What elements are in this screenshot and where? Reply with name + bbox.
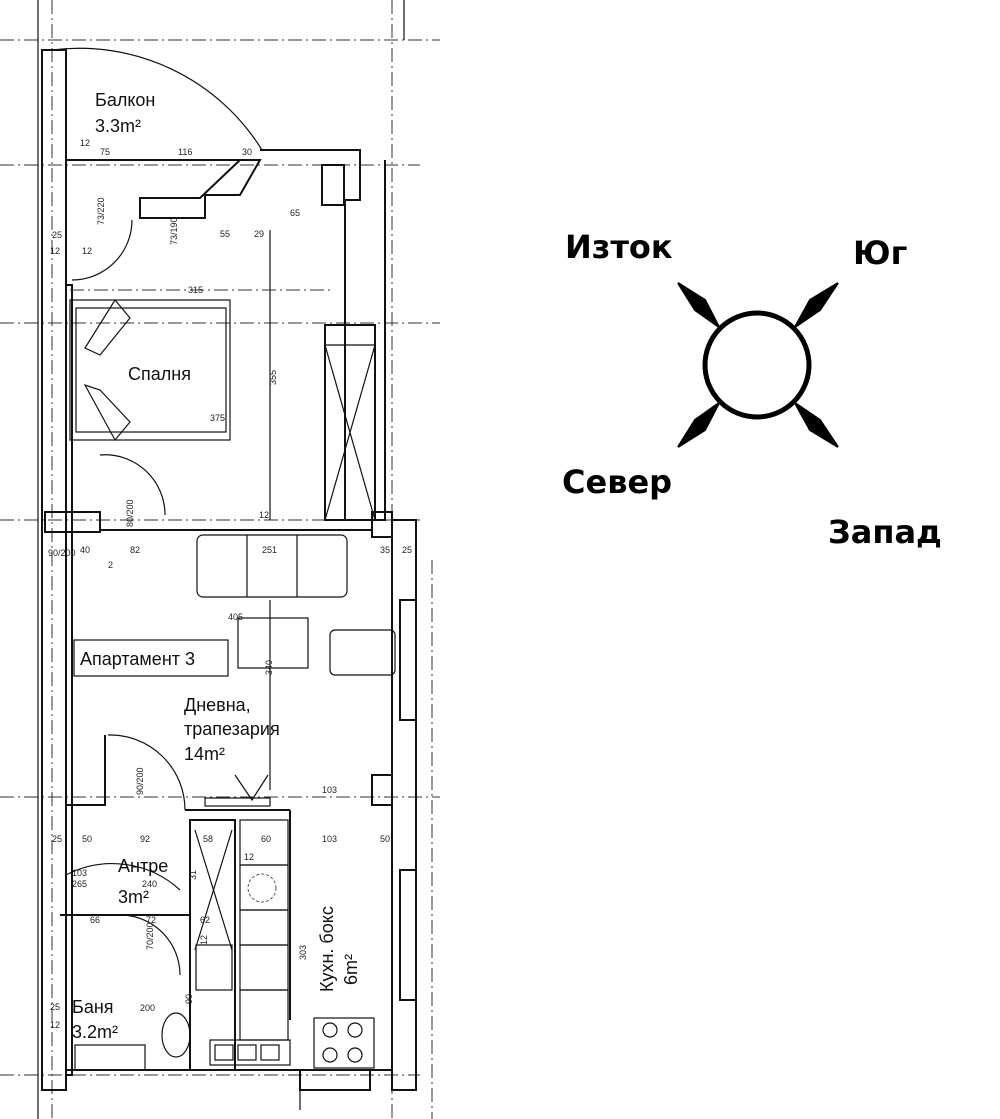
dimension-label: 12 [244,852,254,862]
dimension-label: 12 [199,935,209,945]
dimension-label: 90/200 [135,767,145,795]
dimension-label: 12 [82,246,92,256]
dimension-label: 65 [290,208,300,218]
dimension-label: 80/200 [125,499,135,527]
balcony-area: 3.3m² [95,116,141,136]
dimension-label: 73/190 [169,217,179,245]
living-name-2: трапезария [184,719,280,739]
dimension-label: 116 [178,147,192,157]
compass-rose-icon [677,282,839,448]
compass-east: Изток [565,228,673,266]
dimension-label: 355 [268,370,278,385]
dimension-label: 73/220 [96,197,106,225]
dimension-label: 12 [259,510,269,520]
dimension-label: 70/200 [145,922,155,950]
dimension-label: 25 [52,834,62,844]
dimension-label: 103 [322,785,337,795]
dimension-label: 75 [100,147,110,157]
living-area: 14m² [184,744,225,764]
dimension-label: 58 [203,834,213,844]
entry-area: 3m² [118,887,149,907]
entry-name: Антре [118,856,168,876]
bath-name: Баня [72,997,114,1017]
dimension-label: 315 [188,285,203,295]
dimension-label: 25 [402,545,412,555]
dimension-label: 251 [262,545,277,555]
living-name-1: Дневна, [184,695,251,715]
dimension-label: 29 [254,229,264,239]
furniture [69,230,396,807]
compass-west: Запад [828,513,942,551]
dimension-label: 35 [380,545,390,555]
doors [51,47,263,976]
compass-north: Север [562,463,672,501]
dimension-label: 60 [261,834,271,844]
dimension-label: 82 [130,545,140,555]
dimension-label: 103 [72,868,87,878]
kitchen-name: Кухн. бокс [317,906,337,992]
dimension-label: 92 [140,834,150,844]
dimension-label: 55 [220,229,230,239]
dimension-label: 265 [72,879,87,889]
dimension-label: 25 [52,230,62,240]
dimension-label: 340 [264,660,274,675]
dimension-label: 31 [188,870,198,880]
dimension-label: 90 [184,994,194,1004]
bedroom-name: Спалня [128,364,191,384]
dimension-label: 25 [50,1002,60,1012]
dimension-label: 405 [228,612,243,622]
balcony-name: Балкон [95,90,155,110]
room-labels: Балкон 3.3m² Спалня Апартамент 3 Дневна,… [72,90,361,1042]
dimension-label: 200 [140,1003,155,1013]
dimension-label: 103 [322,834,337,844]
dimension-label: 12 [50,246,60,256]
dimension-label: 12 [80,138,90,148]
dimension-label: 40 [80,545,90,555]
apartment-box [73,639,229,677]
dimension-label: 12 [50,1020,60,1030]
dimension-label: 66 [90,915,100,925]
dimension-label: 2 [108,560,113,570]
walls [37,0,417,1119]
dimension-label: 30 [242,147,252,157]
kitchen-area: 6m² [341,954,361,985]
dimension-label: 303 [298,945,308,960]
compass-south: Юг [853,234,907,272]
bath-area: 3.2m² [72,1022,118,1042]
dimension-label: 240 [142,879,157,889]
dimension-label: 50 [380,834,390,844]
dimension-label: 375 [210,413,225,423]
dimension-label: 72 [146,915,156,925]
dimension-label: 50 [82,834,92,844]
dimension-label: 90/200 [48,548,76,558]
dimension-label: 62 [200,915,210,925]
compass: Изток Юг Север Запад [562,228,942,551]
apartment-name: Апартамент 3 [80,649,195,669]
